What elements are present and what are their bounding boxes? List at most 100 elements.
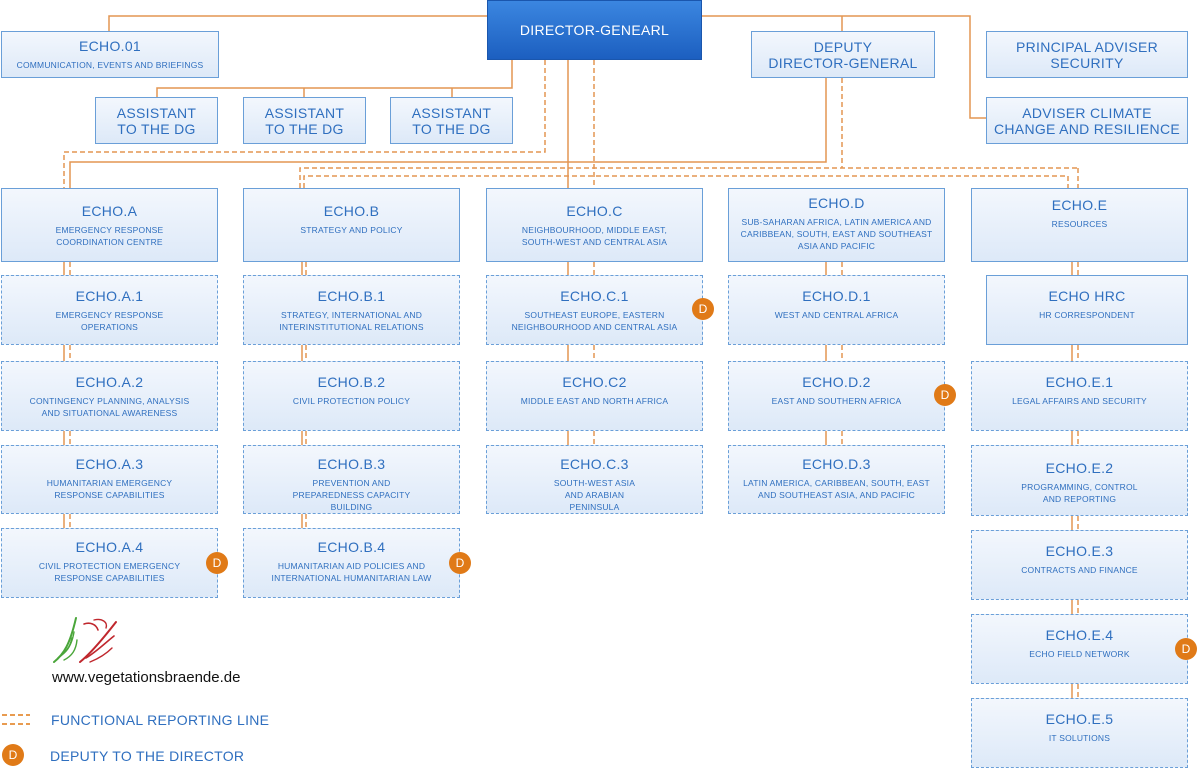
unit-title: ECHO.C.3 [560, 456, 629, 472]
unit-title: ECHO.A.4 [75, 539, 144, 555]
unit-title: ECHO.B.2 [317, 374, 386, 390]
unit-sub: HUMANITARIAN EMERGENCY RESPONSE CAPABILI… [46, 478, 173, 500]
unit-sub: CONTRACTS AND FINANCE [1021, 565, 1138, 575]
hrc-title: ECHO HRC [1048, 288, 1126, 304]
unit-box: ECHO.E.2 PROGRAMMING, CONTROL AND REPORT… [971, 445, 1188, 516]
deputy-badge-icon: D [449, 552, 471, 574]
unit-box: ECHO.D.1 WEST AND CENTRAL AFRICA [728, 275, 945, 345]
unit-box: ECHO.E.5 IT SOLUTIONS [971, 698, 1188, 768]
unit-sub: EMERGENCY RESPONSE OPERATIONS [55, 310, 164, 332]
unit-title: ECHO.E.5 [1045, 711, 1114, 727]
unit-box: ECHO.D.3 LATIN AMERICA, CARIBBEAN, SOUTH… [728, 445, 945, 514]
unit-box: ECHO.E.1 LEGAL AFFAIRS AND SECURITY [971, 361, 1188, 431]
unit-box: ECHO.E.3 CONTRACTS AND FINANCE [971, 530, 1188, 600]
unit-title: ECHO.A.2 [75, 374, 144, 390]
assistant-title: ASSISTANT TO THE DG [116, 104, 197, 137]
unit-sub: WEST AND CENTRAL AFRICA [774, 310, 899, 320]
assistant-box: ASSISTANT TO THE DG [243, 97, 366, 144]
deputy-director-box: DEPUTY DIRECTOR-GENERAL [751, 31, 935, 78]
unit-sub: SOUTHEAST EUROPE, EASTERN NEIGHBOURHOOD … [511, 310, 678, 332]
website-text: www.vegetationsbraende.de [52, 669, 241, 686]
unit-box: ECHO.B.3 PREVENTION AND PREPAREDNESS CAP… [243, 445, 460, 514]
directorate-c-box: ECHO.C NEIGHBOURHOOD, MIDDLE EAST, SOUTH… [486, 188, 703, 262]
unit-sub: IT SOLUTIONS [1048, 733, 1111, 743]
directorate-sub: EMERGENCY RESPONSE COORDINATION CENTRE [55, 225, 164, 247]
unit-sub: MIDDLE EAST AND NORTH AFRICA [520, 396, 669, 406]
unit-title: ECHO.D.1 [802, 288, 871, 304]
unit-box: ECHO.A.4 CIVIL PROTECTION EMERGENCY RESP… [1, 528, 218, 598]
vegetationsbraende-logo [53, 617, 117, 663]
deputy-badge-icon: D [934, 384, 956, 406]
unit-title: ECHO.C.1 [560, 288, 629, 304]
director-general-title: DIRECTOR-GENEARL [519, 22, 670, 38]
unit-sub: STRATEGY, INTERNATIONAL AND INTERINSTITU… [279, 310, 424, 332]
unit-title: ECHO.E.4 [1045, 627, 1114, 643]
directorate-title: ECHO.D [808, 195, 865, 211]
directorate-e-box: ECHO.E RESOURCES [971, 188, 1188, 262]
unit-box: ECHO.C2 MIDDLE EAST AND NORTH AFRICA [486, 361, 703, 431]
unit-sub: CIVIL PROTECTION EMERGENCY RESPONSE CAPA… [38, 561, 181, 583]
unit-box: ECHO.C.3 SOUTH-WEST ASIA AND ARABIAN PEN… [486, 445, 703, 514]
unit-box: ECHO.B.4 HUMANITARIAN AID POLICIES AND I… [243, 528, 460, 598]
legend-functional-line-label: FUNCTIONAL REPORTING LINE [51, 712, 270, 728]
legend-deputy-label: DEPUTY TO THE DIRECTOR [50, 748, 245, 764]
assistant-box: ASSISTANT TO THE DG [390, 97, 513, 144]
unit-title: ECHO.A.3 [75, 456, 144, 472]
deputy-director-title: DEPUTY DIRECTOR-GENERAL [768, 38, 918, 71]
directorate-title: ECHO.B [323, 203, 380, 219]
assistant-title: ASSISTANT TO THE DG [264, 104, 345, 137]
unit-title: ECHO.D.2 [802, 374, 871, 390]
directorate-d-box: ECHO.D SUB-SAHARAN AFRICA, LATIN AMERICA… [728, 188, 945, 262]
directorate-sub: NEIGHBOURHOOD, MIDDLE EAST, SOUTH-WEST A… [521, 225, 668, 247]
assistant-box: ASSISTANT TO THE DG [95, 97, 218, 144]
unit-sub: PREVENTION AND PREPAREDNESS CAPACITY BUI… [292, 478, 411, 512]
unit-sub: LATIN AMERICA, CARIBBEAN, SOUTH, EAST AN… [743, 478, 930, 500]
unit-sub: CIVIL PROTECTION POLICY [292, 396, 411, 406]
echo-01-sub: COMMUNICATION, EVENTS AND BRIEFINGS [16, 60, 204, 70]
unit-box: ECHO.A.1 EMERGENCY RESPONSE OPERATIONS [1, 275, 218, 345]
directorate-b-box: ECHO.B STRATEGY AND POLICY [243, 188, 460, 262]
unit-title: ECHO.E.1 [1045, 374, 1114, 390]
directorate-a-box: ECHO.A EMERGENCY RESPONSE COORDINATION C… [1, 188, 218, 262]
unit-box: ECHO.D.2 EAST AND SOUTHERN AFRICA [728, 361, 945, 431]
unit-sub: EAST AND SOUTHERN AFRICA [771, 396, 902, 406]
unit-title: ECHO.E.2 [1045, 460, 1114, 476]
directorate-sub: RESOURCES [1051, 219, 1108, 229]
unit-box: ECHO.B.2 CIVIL PROTECTION POLICY [243, 361, 460, 431]
directorate-title: ECHO.C [566, 203, 623, 219]
unit-sub: LEGAL AFFAIRS AND SECURITY [1012, 396, 1147, 406]
deputy-badge-icon: D [206, 552, 228, 574]
unit-box: ECHO.C.1 SOUTHEAST EUROPE, EASTERN NEIGH… [486, 275, 703, 345]
climate-adviser-box: ADVISER CLIMATE CHANGE AND RESILIENCE [986, 97, 1188, 144]
unit-title: ECHO.C2 [562, 374, 627, 390]
hrc-sub: HR CORRESPONDENT [1039, 310, 1135, 320]
directorate-title: ECHO.A [81, 203, 138, 219]
unit-sub: CONTINGENCY PLANNING, ANALYSIS AND SITUA… [29, 396, 190, 418]
principal-adviser-title: PRINCIPAL ADVISER SECURITY [1015, 38, 1159, 71]
deputy-badge-icon: D [1175, 638, 1197, 660]
unit-title: ECHO.D.3 [802, 456, 871, 472]
directorate-sub: SUB-SAHARAN AFRICA, LATIN AMERICA AND CA… [740, 217, 933, 251]
unit-title: ECHO.E.3 [1045, 543, 1114, 559]
climate-adviser-title: ADVISER CLIMATE CHANGE AND RESILIENCE [993, 104, 1180, 137]
directorate-title: ECHO.E [1051, 197, 1108, 213]
principal-adviser-box: PRINCIPAL ADVISER SECURITY [986, 31, 1188, 78]
directorate-sub: STRATEGY AND POLICY [300, 225, 403, 235]
unit-sub: ECHO FIELD NETWORK [1029, 649, 1130, 659]
deputy-badge-icon: D [692, 298, 714, 320]
unit-sub: HUMANITARIAN AID POLICIES AND INTERNATIO… [271, 561, 432, 583]
unit-title: ECHO.B.4 [317, 539, 386, 555]
unit-box: ECHO.A.2 CONTINGENCY PLANNING, ANALYSIS … [1, 361, 218, 431]
unit-box: ECHO.A.3 HUMANITARIAN EMERGENCY RESPONSE… [1, 445, 218, 514]
legend-deputy-badge-icon: D [2, 744, 24, 766]
hr-correspondent-box: ECHO HRC HR CORRESPONDENT [986, 275, 1188, 345]
unit-title: ECHO.B.1 [317, 288, 386, 304]
assistant-title: ASSISTANT TO THE DG [411, 104, 492, 137]
unit-sub: PROGRAMMING, CONTROL AND REPORTING [1021, 482, 1138, 504]
unit-box: ECHO.B.1 STRATEGY, INTERNATIONAL AND INT… [243, 275, 460, 345]
echo-01-box: ECHO.01 COMMUNICATION, EVENTS AND BRIEFI… [1, 31, 219, 78]
unit-sub: SOUTH-WEST ASIA AND ARABIAN PENINSULA [553, 478, 636, 512]
unit-title: ECHO.A.1 [75, 288, 144, 304]
unit-box: ECHO.E.4 ECHO FIELD NETWORK [971, 614, 1188, 684]
